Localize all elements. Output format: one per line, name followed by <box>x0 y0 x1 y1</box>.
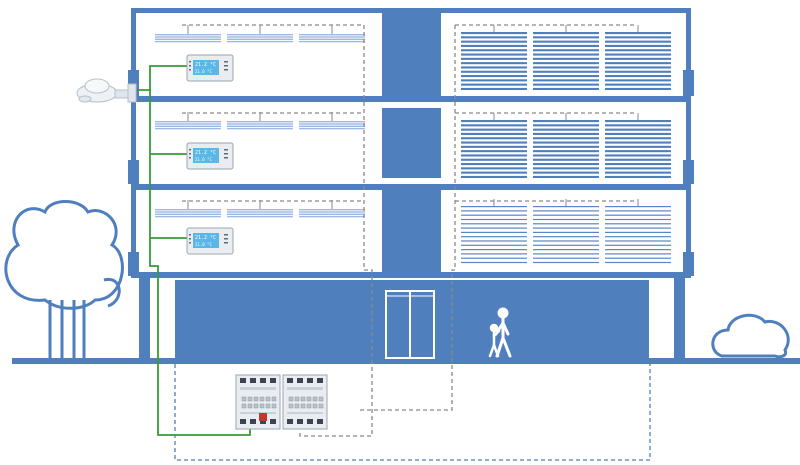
light-strip <box>155 200 221 218</box>
light-strip <box>227 200 293 218</box>
window-blind <box>461 199 527 264</box>
thermostat-icon: 21.2 °C21.0 °C <box>186 54 234 82</box>
core-shaft <box>382 8 441 278</box>
light-strip <box>227 112 293 130</box>
light-strip <box>227 25 293 43</box>
thermostat-temperature: 21.2 °C <box>195 150 216 156</box>
light-strip <box>299 25 365 43</box>
thermostat-temperature: 21.2 °C <box>195 235 216 241</box>
window-blind <box>461 113 527 178</box>
bush-icon <box>711 313 790 359</box>
light-strip <box>155 25 221 43</box>
actuator-icon <box>282 374 328 430</box>
thermostat-setpoint: 21.0 °C <box>195 69 212 74</box>
ground-bus-lines <box>174 364 651 461</box>
actuator-icon <box>235 374 281 430</box>
door-icon <box>385 290 435 359</box>
right-blinds <box>461 25 671 264</box>
window-blind <box>533 25 599 90</box>
window-blind <box>605 25 671 90</box>
child-icon <box>488 323 501 358</box>
tree-icon <box>4 200 124 360</box>
knx-bus-line <box>136 65 251 436</box>
light-strip <box>299 112 365 130</box>
thermostat-setpoint: 21.0 °C <box>195 157 212 162</box>
window-blind <box>533 199 599 264</box>
thermostat-icon: 21.2 °C21.0 °C <box>186 142 234 170</box>
light-strip <box>299 200 365 218</box>
window-blind <box>533 113 599 178</box>
dashed-bus-lines <box>182 24 634 437</box>
window-blind <box>605 113 671 178</box>
thermostat-temperature: 21.2 °C <box>195 62 216 68</box>
thermostat-setpoint: 21.0 °C <box>195 242 212 247</box>
ground-line <box>12 358 800 364</box>
window-blind <box>461 25 527 90</box>
left-lighting-strips <box>155 25 365 218</box>
thermostat-icon: 21.2 °C21.0 °C <box>186 227 234 255</box>
light-strip <box>155 112 221 130</box>
window-blind <box>605 199 671 264</box>
weather-station-icon <box>76 78 137 103</box>
